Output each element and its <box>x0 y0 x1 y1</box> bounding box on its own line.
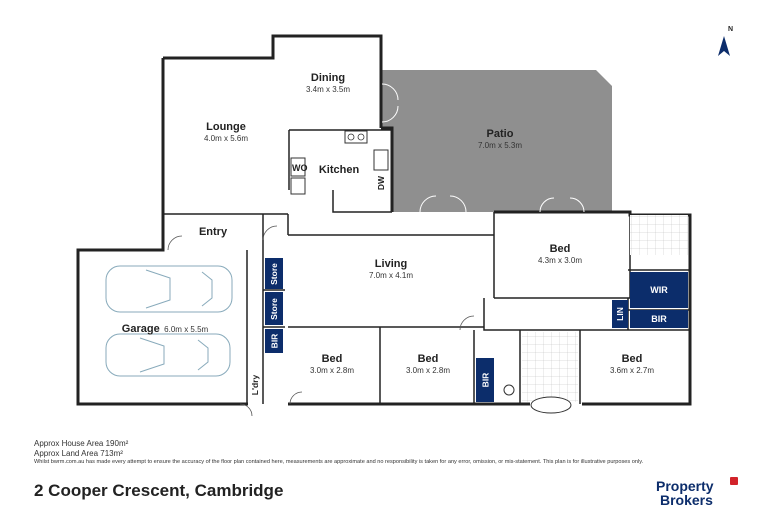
bathroom <box>522 332 578 402</box>
room-living: Living 7.0m x 4.1m <box>369 258 413 281</box>
laundry-name: L'dry <box>250 374 261 396</box>
linen-label: LIN <box>614 307 625 321</box>
room-bed-1: Bed 3.0m x 2.8m <box>310 353 354 376</box>
room-dining: Dining 3.4m x 3.5m <box>306 72 350 95</box>
car-top <box>105 265 233 313</box>
room-lounge: Lounge 4.0m x 5.6m <box>204 121 248 144</box>
ensuite <box>630 215 688 255</box>
bed3-dims: 3.6m x 2.7m <box>609 366 655 375</box>
bir-2-label: BIR <box>479 372 490 388</box>
linen-tag: LIN <box>612 300 628 328</box>
room-bed-2: Bed 3.0m x 2.8m <box>406 353 450 376</box>
car-bottom <box>105 333 231 377</box>
patio-name: Patio <box>486 128 514 140</box>
garage-dims: 6.0m x 5.5m <box>164 325 209 334</box>
store-2-label: Store <box>269 297 280 320</box>
wir-tag: WIR <box>630 272 688 308</box>
disclaimer: Whilst bwrm.com.au has made every attemp… <box>34 459 644 465</box>
brand-logo: Property Brokers <box>650 477 738 509</box>
brand-line-2: Brokers <box>660 492 713 508</box>
living-name: Living <box>374 258 408 270</box>
room-entry: Entry <box>199 226 227 239</box>
store-tag-1: Store <box>265 258 283 289</box>
kitchen-name: Kitchen <box>318 164 360 176</box>
patio-area <box>382 70 612 212</box>
room-patio: Patio 7.0m x 5.3m <box>478 128 522 151</box>
brand-mark-icon <box>730 477 738 485</box>
bir-tag-3: BIR <box>630 310 688 328</box>
bed2-name: Bed <box>417 353 439 365</box>
north-label: N <box>728 26 734 33</box>
master-bed-name: Bed <box>549 243 571 255</box>
bir-tag-2: BIR <box>476 358 494 402</box>
living-dims: 7.0m x 4.1m <box>368 271 414 280</box>
bir-1-label: BIR <box>268 333 279 349</box>
house-area: Approx House Area 190m² <box>34 439 129 448</box>
lounge-name: Lounge <box>206 121 246 133</box>
lounge-dims: 4.0m x 5.6m <box>203 134 249 143</box>
lounge-dining-wall <box>163 34 383 128</box>
bed3-name: Bed <box>621 353 643 365</box>
room-bed-3: Bed 3.6m x 2.7m <box>610 353 654 376</box>
bed1-dims: 3.0m x 2.8m <box>309 366 355 375</box>
compass-arrow-icon <box>718 36 730 56</box>
dining-name: Dining <box>310 72 346 84</box>
bir-tag-1: BIR <box>265 329 283 353</box>
garage-name: Garage <box>121 323 160 335</box>
dishwasher-label: DW <box>376 175 387 191</box>
entry-name: Entry <box>198 226 228 238</box>
room-kitchen: Kitchen <box>319 164 359 177</box>
store-1-label: Store <box>269 262 280 285</box>
north-compass: N <box>714 26 738 58</box>
entry-wall <box>76 214 248 406</box>
dishwasher-tag: DW <box>375 174 387 192</box>
room-garage: Garage 6.0m x 5.5m <box>122 319 208 337</box>
room-laundry: L'dry <box>249 368 261 402</box>
master-bed-dims: 4.3m x 3.0m <box>537 256 583 265</box>
patio-dims: 7.0m x 5.3m <box>477 141 523 150</box>
land-area: Approx Land Area 713m² <box>34 449 123 458</box>
bed1-name: Bed <box>321 353 343 365</box>
property-address: 2 Cooper Crescent, Cambridge <box>34 481 284 500</box>
wall-oven-tag: WO <box>292 163 308 173</box>
store-tag-2: Store <box>265 292 283 325</box>
brand-line-1: Property <box>656 478 714 494</box>
bed2-dims: 3.0m x 2.8m <box>405 366 451 375</box>
room-master-bed: Bed 4.3m x 3.0m <box>538 243 582 266</box>
dining-dims: 3.4m x 3.5m <box>305 85 351 94</box>
